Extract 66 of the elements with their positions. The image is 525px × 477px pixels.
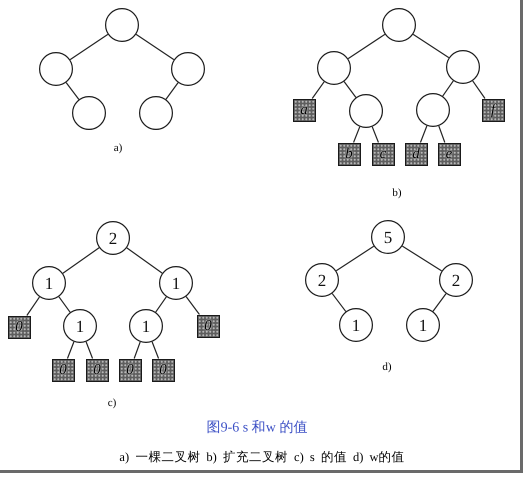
figure-subcaption: a) 一棵二叉树 b) 扩充二叉树 c) s 的值 d) w的值 — [119, 451, 405, 465]
leaf-node: f — [482, 98, 504, 122]
tree-edge — [442, 80, 454, 96]
leaf-node: 0 — [152, 358, 174, 382]
tree-edge — [336, 246, 374, 272]
tree-edge — [312, 81, 325, 99]
leaf-node: 0 — [86, 358, 108, 382]
tree-edge — [58, 296, 71, 313]
tree-node — [171, 52, 205, 86]
tree-edge — [348, 34, 386, 60]
leaf-node: 0 — [118, 358, 142, 382]
tree-edge — [344, 81, 356, 98]
tree-node — [72, 96, 106, 130]
leaf-node: 0 — [196, 314, 220, 338]
leaf-node: c — [372, 142, 394, 166]
tree-node: 5 — [371, 220, 405, 254]
tree-node: 1 — [129, 309, 163, 343]
panel-label: d) — [382, 360, 392, 374]
tree-edge — [432, 293, 446, 312]
panel-label: b) — [392, 186, 402, 200]
tree-node: 1 — [32, 266, 66, 300]
leaf-node: d — [404, 142, 428, 166]
tree-edge — [26, 296, 40, 316]
tree-node — [382, 8, 416, 42]
tree-edge — [86, 342, 94, 359]
tree-edge — [332, 293, 346, 312]
tree-edge — [352, 126, 360, 143]
tree-edge — [136, 34, 174, 60]
tree-edge — [66, 82, 80, 100]
tree-node — [317, 51, 351, 85]
leaf-node: e — [438, 142, 460, 166]
tree-edge — [70, 34, 108, 60]
tree-edge — [62, 247, 100, 274]
tree-node: 2 — [305, 263, 339, 297]
tree-node: 2 — [439, 263, 473, 297]
tree-edge — [372, 126, 380, 143]
panel-label: a) — [114, 142, 122, 154]
tree-edge — [420, 126, 428, 143]
tree-edge — [186, 296, 200, 315]
tree-edge — [402, 246, 442, 272]
tree-node: 1 — [159, 266, 193, 300]
tree-node — [446, 50, 480, 84]
tree-node — [139, 96, 173, 130]
tree-edge — [412, 34, 450, 58]
leaf-node: a — [292, 98, 316, 122]
tree-node: 1 — [63, 309, 97, 343]
leaf-node: 0 — [8, 316, 30, 338]
tree-node — [105, 8, 139, 42]
tree-node — [39, 52, 73, 86]
tree-edge — [126, 247, 163, 274]
figure-caption: 图9-6 s 和w 的值 — [206, 420, 308, 436]
tree-edge — [472, 80, 486, 99]
tree-edge — [134, 342, 141, 359]
tree-edge — [66, 342, 74, 359]
tree-edge — [152, 342, 160, 359]
leaf-node: b — [338, 142, 360, 166]
tree-node — [349, 94, 383, 128]
panel-label: c) — [108, 396, 116, 410]
tree-node: 1 — [406, 308, 440, 342]
leaf-node: 0 — [52, 358, 74, 382]
tree-edge — [155, 296, 167, 312]
tree-node — [416, 93, 450, 127]
tree-node: 2 — [96, 221, 130, 255]
tree-edge — [438, 126, 446, 143]
tree-edge — [166, 82, 178, 100]
tree-node: 1 — [339, 308, 373, 342]
